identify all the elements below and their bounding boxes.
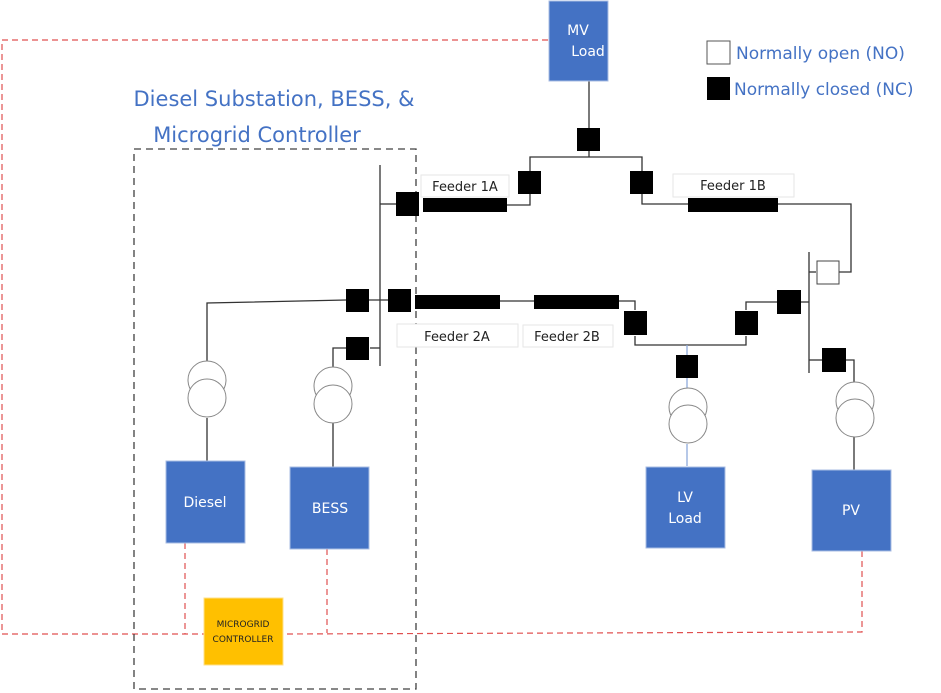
- feeder-2a-cable: [415, 295, 500, 309]
- lv-load-label-line1: LV: [677, 490, 693, 506]
- switch-lv-tie-nc[interactable]: [735, 311, 758, 335]
- legend-closed-label: Normally closed (NC): [734, 80, 914, 100]
- transformer-lv-load-icon: [668, 387, 708, 444]
- legend-open-label: Normally open (NO): [736, 44, 905, 64]
- switch-feeder-1a-end-nc[interactable]: [518, 171, 541, 194]
- comm-link-pv: [283, 551, 863, 635]
- feeder-1b-cable: [688, 198, 778, 212]
- legend-open-switch-icon: [706, 40, 731, 65]
- feeder-1a-label: Feeder 1A: [432, 180, 498, 195]
- mv-load-label-line1: MV: [567, 23, 589, 39]
- switch-feeder-1b-start-nc[interactable]: [630, 171, 653, 194]
- transformer-pv-icon: [835, 381, 875, 438]
- lv-load-box[interactable]: LV Load: [645, 466, 726, 549]
- transformer-diesel-icon: [187, 360, 227, 418]
- controller-label-line1: MICROGRID: [217, 620, 270, 630]
- feeder-2b-cable: [534, 295, 619, 309]
- bess-box[interactable]: BESS: [289, 466, 370, 550]
- comm-link-mv-load: [1, 39, 548, 635]
- bess-label: BESS: [312, 501, 348, 517]
- feeder-labels: Feeder 1A Feeder 1B Feeder 2A Feeder 2B: [396, 173, 795, 348]
- feeder-cables: [415, 198, 778, 309]
- mv-load-label-line2: Load: [571, 44, 605, 60]
- switch-feeder-2a-breaker-nc[interactable]: [388, 289, 411, 312]
- switch-feeder-2b-end-nc[interactable]: [624, 311, 647, 335]
- diesel-box[interactable]: Diesel: [165, 460, 246, 544]
- switch-feeder-1a-breaker-nc[interactable]: [396, 192, 419, 216]
- legend-closed-switch-icon: [707, 77, 730, 100]
- switch-pv-breaker-nc[interactable]: [822, 348, 846, 372]
- microgrid-controller-box[interactable]: MICROGRID CONTROLLER: [203, 597, 284, 666]
- pv-label: PV: [842, 503, 860, 519]
- switch-diesel-breaker-nc[interactable]: [346, 289, 369, 312]
- pv-box[interactable]: PV: [811, 469, 892, 552]
- controller-label-line2: CONTROLLER: [213, 635, 274, 645]
- diesel-label: Diesel: [183, 495, 226, 511]
- feeder-2a-label: Feeder 2A: [424, 330, 490, 345]
- substation-title-line1: Diesel Substation, BESS, &: [134, 87, 415, 111]
- feeder-1a-cable: [423, 198, 507, 212]
- transformer-bess-icon: [313, 366, 353, 424]
- switches: [346, 128, 846, 378]
- switch-pv-bus-open-no[interactable]: [816, 260, 840, 285]
- switch-bess-breaker-nc[interactable]: [346, 337, 369, 360]
- legend: Normally open (NO) Normally closed (NC): [706, 40, 914, 100]
- feeder-2b-label: Feeder 2B: [534, 330, 600, 345]
- substation-boundary: [133, 148, 417, 690]
- switch-mv-load-nc[interactable]: [577, 128, 600, 151]
- feeder-1b-label: Feeder 1B: [700, 179, 766, 194]
- switch-lv-load-nc[interactable]: [676, 355, 698, 378]
- transformers: [187, 360, 875, 444]
- switch-pv-bus-tie-nc[interactable]: [777, 290, 801, 314]
- substation-title-line2: Microgrid Controller: [153, 123, 361, 147]
- mv-load-box[interactable]: MV Load: [548, 0, 609, 82]
- lv-load-label-line2: Load: [668, 511, 702, 527]
- communication-links: [1, 39, 863, 635]
